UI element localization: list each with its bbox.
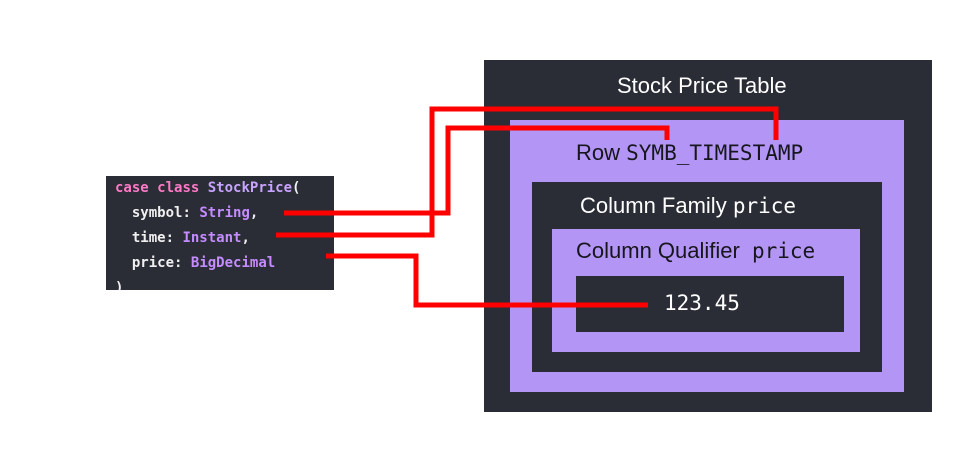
class-name: StockPrice [207,180,293,196]
colon: : [182,205,191,221]
column-family-label: Column Family price [580,195,796,217]
code-line-class-decl: case class StockPrice( [115,176,334,201]
keyword-case: case [115,180,149,196]
row-word: Row [576,140,621,165]
row-label: Row SYMB_TIMESTAMP [576,142,803,164]
code-line-close: ) [115,276,334,290]
type-string: String [199,205,250,221]
code-line-symbol: symbol: String, [115,201,334,226]
type-instant: Instant [182,230,242,246]
field-symbol: symbol [131,205,183,221]
close-paren: ) [115,280,124,290]
keyword-class: class [157,180,200,196]
column-family-name: price [732,194,797,218]
column-family-word: Column Family [580,193,727,218]
column-qualifier-name: price [751,239,816,263]
code-line-time: time: Instant, [115,226,334,251]
comma: , [241,230,250,246]
code-panel: case class StockPrice( symbol: String, t… [106,176,334,290]
code-line-price: price: BigDecimal [115,251,334,276]
open-paren: ( [292,180,301,196]
type-bigdecimal: BigDecimal [190,255,276,271]
row-key: SYMB_TIMESTAMP [626,141,804,165]
field-price: price [131,255,175,271]
column-qualifier-label: Column Qualifier price [576,240,815,262]
comma: , [249,205,259,221]
colon: : [174,255,183,271]
column-qualifier-word: Column Qualifier [576,238,740,263]
field-time: time [131,230,166,246]
cell-value: 123.45 [664,291,740,315]
table-title: Stock Price Table [617,73,787,98]
colon: : [165,230,175,246]
